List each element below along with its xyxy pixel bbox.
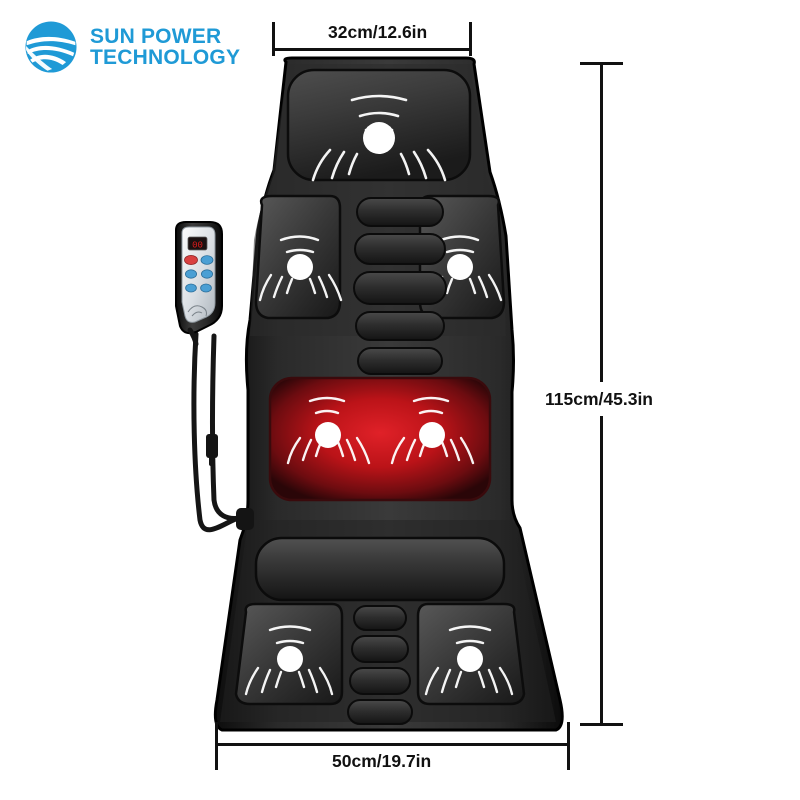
- seat-rib-column: [347, 605, 413, 725]
- dimension-tick-bottom-left: [215, 722, 218, 770]
- remote-heat-button: [184, 269, 197, 279]
- dimension-line-bottom-width: [215, 743, 570, 746]
- massage-node-lumbar-left: [286, 396, 371, 465]
- remote-led-display: [187, 236, 208, 251]
- massage-node-lumbar-right: [390, 396, 475, 465]
- dimension-cap-height-top: [580, 62, 623, 65]
- dimension-line-top-width: [272, 48, 472, 51]
- dimension-cap-height-bottom: [580, 723, 623, 726]
- brand-wordmark: SUN POWER TECHNOLOGY: [90, 24, 241, 69]
- remote-mode-button: [200, 255, 214, 265]
- remote-timer-button: [200, 269, 213, 279]
- handheld-remote-controller: 00: [175, 221, 223, 347]
- dimension-label-top-width: 32cm/12.6in: [328, 22, 428, 42]
- lumbar-heat-pad: [268, 376, 492, 502]
- remote-intensity-button: [185, 283, 197, 293]
- cable-entry-tab: [236, 508, 254, 530]
- dimension-label-bottom-width: 50cm/19.7in: [332, 751, 432, 771]
- dimension-line-height-lower: [600, 416, 603, 726]
- shoulder-pad-left: [254, 194, 343, 320]
- spine-rib-column: [353, 197, 447, 375]
- dimension-line-height-upper: [600, 62, 603, 382]
- neck-pad-section: [286, 68, 472, 182]
- brand-line-2: TECHNOLOGY: [90, 46, 241, 69]
- massage-node-neck: [311, 94, 447, 182]
- dimension-tick-top-left: [272, 22, 275, 56]
- dimension-tick-bottom-right: [567, 722, 570, 770]
- remote-seat-graphic: [187, 305, 207, 317]
- brand-logo: SUN POWER TECHNOLOGY: [22, 12, 240, 82]
- thigh-pad-left: [234, 602, 344, 706]
- controller-cable: [191, 331, 243, 533]
- thigh-pad-right: [416, 602, 526, 706]
- sun-power-globe-icon: [25, 21, 77, 73]
- remote-power-button: [184, 254, 198, 265]
- seat-front-bolster: [254, 536, 506, 602]
- cable-connector-plug: [206, 434, 218, 466]
- remote-zone-button: [200, 283, 212, 293]
- dimension-tick-top-right: [469, 22, 472, 56]
- brand-line-1: SUN POWER: [90, 24, 222, 48]
- remote-display-value: 00: [192, 241, 203, 251]
- dimension-label-height: 115cm/45.3in: [545, 389, 653, 409]
